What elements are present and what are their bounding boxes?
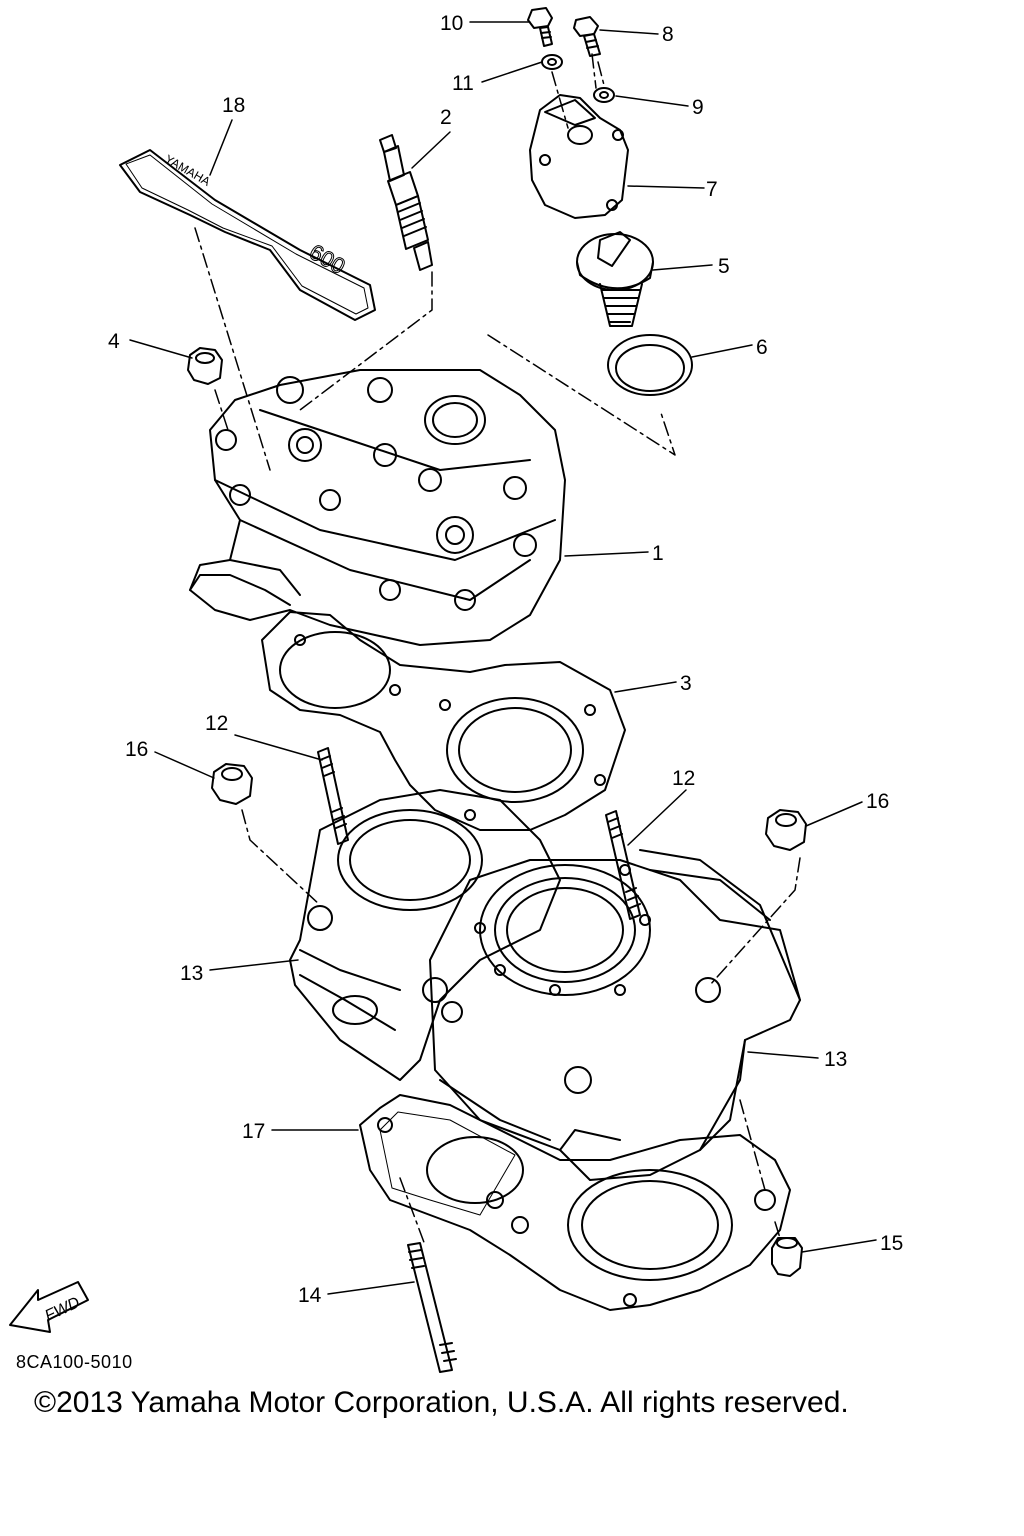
callout-11: 11 [452, 72, 474, 95]
cylinder-head-part [189, 369, 566, 646]
dowel-pin-15-part [771, 1237, 803, 1277]
nameplate-part: YAMAHA 600 [119, 149, 376, 321]
callout-13-left: 13 [180, 962, 203, 985]
bolt-8-part [573, 16, 601, 57]
callout-1: 1 [652, 542, 664, 565]
callout-6: 6 [756, 336, 768, 359]
cylinder-13-left-part [289, 789, 561, 1081]
callout-12-right: 12 [672, 767, 695, 790]
nut-16a-part [211, 763, 253, 805]
copyright-notice: ©2013 Yamaha Motor Corporation, U.S.A. A… [34, 1386, 849, 1419]
washer-11-part [541, 54, 563, 70]
washer-9-part [593, 87, 615, 103]
drawing-code: 8CA100-5010 [16, 1352, 133, 1372]
fwd-arrow-icon: FWD [9, 1281, 89, 1333]
callout-5: 5 [718, 255, 730, 278]
callout-10: 10 [440, 12, 463, 35]
spark-plug-part [379, 134, 433, 271]
callout-16-right: 16 [866, 790, 889, 813]
callout-labels: 10 8 11 9 7 18 2 5 4 6 1 3 12 16 12 16 1… [108, 12, 903, 1307]
alignment-lines [194, 53, 801, 1246]
callout-8: 8 [662, 23, 674, 46]
fwd-label: FWD [42, 1294, 83, 1325]
callout-2: 2 [440, 106, 452, 129]
thermostat-part [576, 231, 654, 327]
nut-16b-part [765, 809, 807, 851]
callout-15: 15 [880, 1232, 903, 1255]
head-gasket-part [261, 611, 626, 831]
stud-14-part [407, 1242, 457, 1373]
o-ring-part [607, 334, 693, 396]
nameplate-model: 600 [305, 239, 349, 279]
callout-17: 17 [242, 1120, 265, 1143]
nut-4-part [187, 347, 223, 385]
leader-lines [129, 21, 877, 1295]
stud-12a-part [317, 747, 349, 845]
callout-18: 18 [222, 94, 245, 117]
base-gasket-part [359, 1094, 791, 1311]
callout-7: 7 [706, 178, 718, 201]
callout-9: 9 [692, 96, 704, 119]
thermostat-cover-part [529, 94, 629, 219]
callout-4: 4 [108, 330, 120, 353]
callout-13-right: 13 [824, 1048, 847, 1071]
callout-3: 3 [680, 672, 692, 695]
cylinder-13-right-part [429, 849, 801, 1181]
bolt-10-part [527, 7, 553, 47]
callout-12-left: 12 [205, 712, 228, 735]
callout-16-left: 16 [125, 738, 148, 761]
callout-14: 14 [298, 1284, 322, 1307]
